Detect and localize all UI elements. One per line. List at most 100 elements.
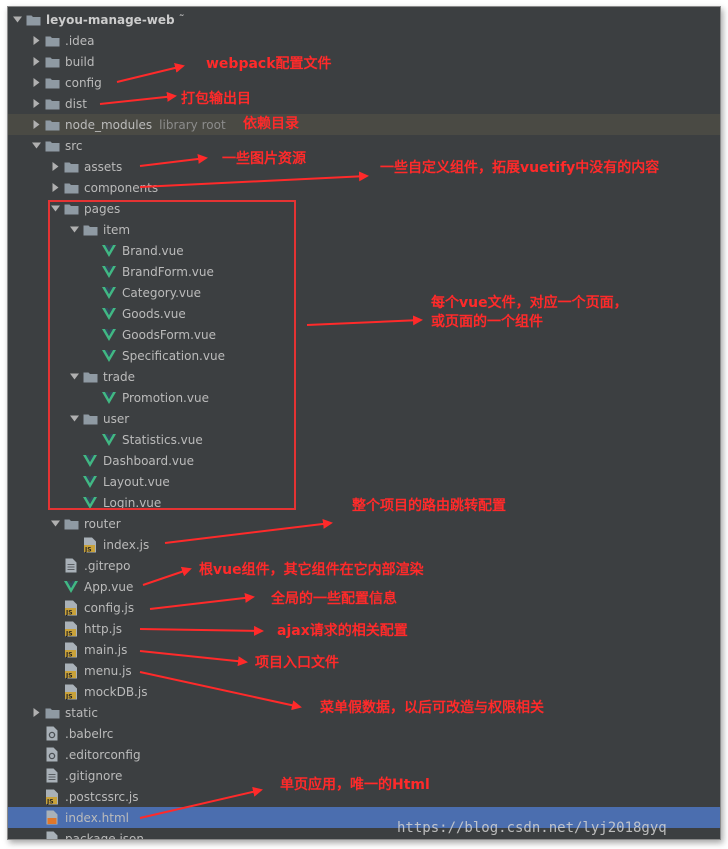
collapse-arrow-icon[interactable] xyxy=(30,93,42,114)
tree-row[interactable]: pages xyxy=(8,198,720,219)
expand-arrow-icon[interactable] xyxy=(68,219,80,240)
tree-row[interactable]: Goods.vue xyxy=(8,303,720,324)
expand-arrow-icon[interactable] xyxy=(49,198,61,219)
tree-item[interactable]: static xyxy=(30,702,98,723)
collapse-arrow-icon[interactable] xyxy=(30,72,42,93)
tree-row[interactable]: .editorconfig xyxy=(8,744,720,765)
expand-arrow-icon[interactable] xyxy=(49,513,61,534)
tree-item-label: .idea xyxy=(65,33,95,48)
tree-row[interactable]: Dashboard.vue xyxy=(8,450,720,471)
tree-item[interactable]: .babelrc xyxy=(30,723,113,744)
tree-item[interactable]: Dashboard.vue xyxy=(68,450,194,471)
tree-row[interactable]: config xyxy=(8,72,720,93)
tree-item[interactable]: Promotion.vue xyxy=(87,387,209,408)
tree-row[interactable]: static xyxy=(8,702,720,723)
tree-item[interactable]: GoodsForm.vue xyxy=(87,324,216,345)
tree-item[interactable]: item xyxy=(68,219,130,240)
tree-item[interactable]: Category.vue xyxy=(87,282,201,303)
collapse-arrow-icon[interactable] xyxy=(30,114,42,135)
expand-arrow-icon[interactable] xyxy=(68,408,80,429)
tree-row[interactable]: .gitignore xyxy=(8,765,720,786)
tree-row[interactable]: GoodsForm.vue xyxy=(8,324,720,345)
tree-row[interactable]: leyou-manage-web˜ xyxy=(8,9,720,30)
tree-item[interactable]: .idea xyxy=(30,30,95,51)
tree-row[interactable]: build xyxy=(8,51,720,72)
expand-arrow-icon[interactable] xyxy=(30,135,42,156)
annotation-note-main: 项目入口文件 xyxy=(255,655,339,671)
tree-item[interactable]: components xyxy=(49,177,158,198)
tree-item[interactable]: src xyxy=(30,135,83,156)
tree-row[interactable]: .idea xyxy=(8,30,720,51)
tree-row[interactable]: item xyxy=(8,219,720,240)
tree-item[interactable]: BrandForm.vue xyxy=(87,261,214,282)
tree-row[interactable]: components xyxy=(8,177,720,198)
tree-row[interactable]: Login.vue xyxy=(8,492,720,513)
tree-item[interactable]: .gitignore xyxy=(30,765,122,786)
tree-row[interactable]: App.vue xyxy=(8,576,720,597)
tree-item[interactable]: pages xyxy=(49,198,120,219)
tree-row[interactable]: BrandForm.vue xyxy=(8,261,720,282)
expand-arrow-icon[interactable] xyxy=(68,366,80,387)
tree-item[interactable]: trade xyxy=(68,366,135,387)
tree-item[interactable]: Layout.vue xyxy=(68,471,170,492)
collapse-arrow-icon[interactable] xyxy=(30,51,42,72)
tree-row[interactable]: assets xyxy=(8,156,720,177)
tree-row[interactable]: dist xyxy=(8,93,720,114)
tree-item-label: main.js xyxy=(84,642,128,657)
tree-item[interactable]: user xyxy=(68,408,129,429)
tree-item[interactable]: Goods.vue xyxy=(87,303,186,324)
tree-item[interactable]: App.vue xyxy=(49,576,133,597)
collapse-arrow-icon[interactable] xyxy=(49,156,61,177)
tree-row[interactable]: {}package.json xyxy=(8,828,720,839)
tree-row[interactable]: user xyxy=(8,408,720,429)
tree-item[interactable]: dist xyxy=(30,93,87,114)
tree-item[interactable]: {}package.json xyxy=(30,828,144,839)
collapse-arrow-icon[interactable] xyxy=(30,30,42,51)
vue-file-icon xyxy=(82,471,98,492)
tree-row[interactable]: Category.vue xyxy=(8,282,720,303)
tree-row[interactable]: Specification.vue xyxy=(8,345,720,366)
tree-item[interactable]: Brand.vue xyxy=(87,240,184,261)
tree-row[interactable]: JS.postcssrc.js xyxy=(8,786,720,807)
tree-row[interactable]: trade xyxy=(8,366,720,387)
tree-item[interactable]: .gitrepo xyxy=(49,555,130,576)
tree-item[interactable]: Specification.vue xyxy=(87,345,225,366)
tree-row[interactable]: src xyxy=(8,135,720,156)
collapse-arrow-icon[interactable] xyxy=(49,177,61,198)
tree-item[interactable]: build xyxy=(30,51,95,72)
tree-row[interactable]: Layout.vue xyxy=(8,471,720,492)
tree-item[interactable]: leyou-manage-web˜ xyxy=(11,9,185,30)
tree-row[interactable]: .babelrc xyxy=(8,723,720,744)
tree-item[interactable]: Login.vue xyxy=(68,492,161,513)
js-file-icon: JS xyxy=(44,786,60,807)
tree-item[interactable]: router xyxy=(49,513,121,534)
tree-row[interactable]: Promotion.vue xyxy=(8,387,720,408)
tree-item[interactable]: .editorconfig xyxy=(30,744,141,765)
tree-item[interactable]: JS.postcssrc.js xyxy=(30,786,139,807)
folder-icon xyxy=(44,135,60,156)
tree-row[interactable]: Statistics.vue xyxy=(8,429,720,450)
tree-row[interactable]: .gitrepo xyxy=(8,555,720,576)
tree-item[interactable]: assets xyxy=(49,156,122,177)
tree-row[interactable]: Brand.vue xyxy=(8,240,720,261)
expand-arrow-icon[interactable] xyxy=(11,9,23,30)
tree-item[interactable]: index.html xyxy=(30,807,129,828)
tree-item[interactable]: config xyxy=(30,72,102,93)
tree-row[interactable]: router xyxy=(8,513,720,534)
collapse-arrow-icon[interactable] xyxy=(30,702,42,723)
tree-item[interactable]: Statistics.vue xyxy=(87,429,203,450)
